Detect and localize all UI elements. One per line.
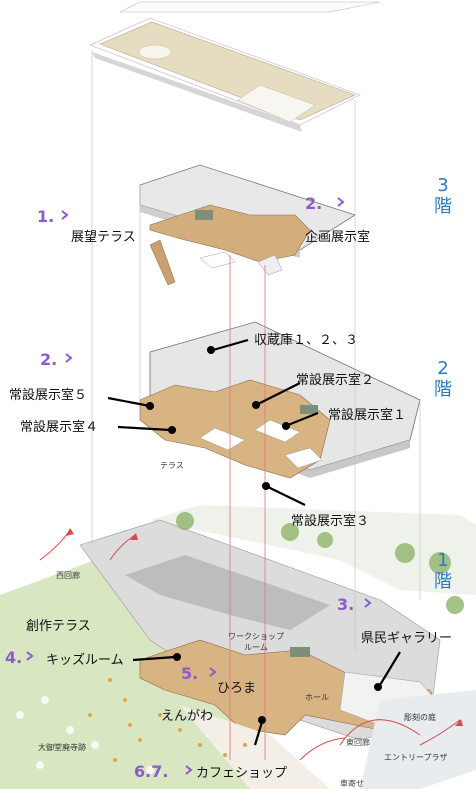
floor-number-3: 3 [437, 175, 449, 196]
label-kids-room: キッズルーム [46, 653, 124, 668]
label-nishi-kairo: 西回廊 [56, 571, 80, 580]
step-marker-5: 5. [181, 664, 199, 683]
floor-label-1: 1 階 [434, 550, 452, 592]
guide-lines [91, 50, 421, 650]
label-terrace: テラス [160, 461, 184, 470]
label-hiroma: ひろま [217, 681, 257, 696]
label-jousetsu-4: 常設展示室４ [20, 420, 99, 435]
label-higashi-kairo: 東回廊 [346, 738, 370, 747]
floor-kanji-2: 階 [434, 378, 452, 400]
label-shuzoko: 収蔵庫１、２、３ [254, 333, 359, 348]
roof-layer [88, 1, 381, 132]
label-tenbo-terrace: 展望テラス [71, 230, 136, 245]
floor-number-1: 1 [437, 550, 449, 571]
label-jousetsu-2: 常設展示室２ [296, 373, 375, 388]
step-marker-4: 4. [5, 648, 23, 667]
label-chokoku: 彫刻の庭 [404, 713, 436, 722]
floor-kanji-3: 階 [434, 195, 452, 217]
label-jousetsu-3: 常設展示室３ [291, 514, 370, 529]
leader-dots [146, 346, 382, 724]
label-hall: ホール [305, 693, 329, 702]
label-jousetsu-1: 常設展示室１ [328, 408, 407, 423]
label-kikaku: 企画展示室 [305, 230, 371, 245]
floor-3-layer [139, 164, 356, 286]
floor-label-3: 3 階 [434, 175, 452, 217]
label-entry-plaza: エントリープラザ [384, 753, 448, 762]
label-engawa: えんがわ [161, 709, 214, 724]
label-kenmin-gallery: 県民ギャラリー [361, 631, 453, 646]
step-marker-2-2f: 2. [40, 350, 58, 369]
label-workshop: ワークショップ ルーム [228, 632, 284, 652]
label-sousaku-terrace: 創作テラス [26, 619, 91, 634]
floor-kanji-1: 階 [434, 570, 452, 592]
floor-number-2: 2 [437, 358, 449, 379]
arrow-heads [66, 528, 463, 726]
red-core-lines [229, 255, 266, 760]
floor-label-2: 2 階 [434, 358, 452, 400]
step-marker-1: 1. [37, 207, 55, 226]
label-jousetsu-5: 常設展示室５ [9, 388, 88, 403]
step-marker-2-3f: 2. [305, 194, 323, 213]
floor-1-layer [0, 505, 476, 789]
label-cafe: カフェショップ [196, 766, 288, 781]
step-marker-3: 3. [337, 595, 355, 614]
step-marker-67: 6.7. [134, 762, 169, 781]
label-kurumayose: 車寄せ [340, 779, 364, 788]
leader-lines [107, 338, 401, 746]
floor-2-layer [139, 321, 421, 479]
label-omido: 大御堂廃寺跡 [38, 743, 86, 752]
